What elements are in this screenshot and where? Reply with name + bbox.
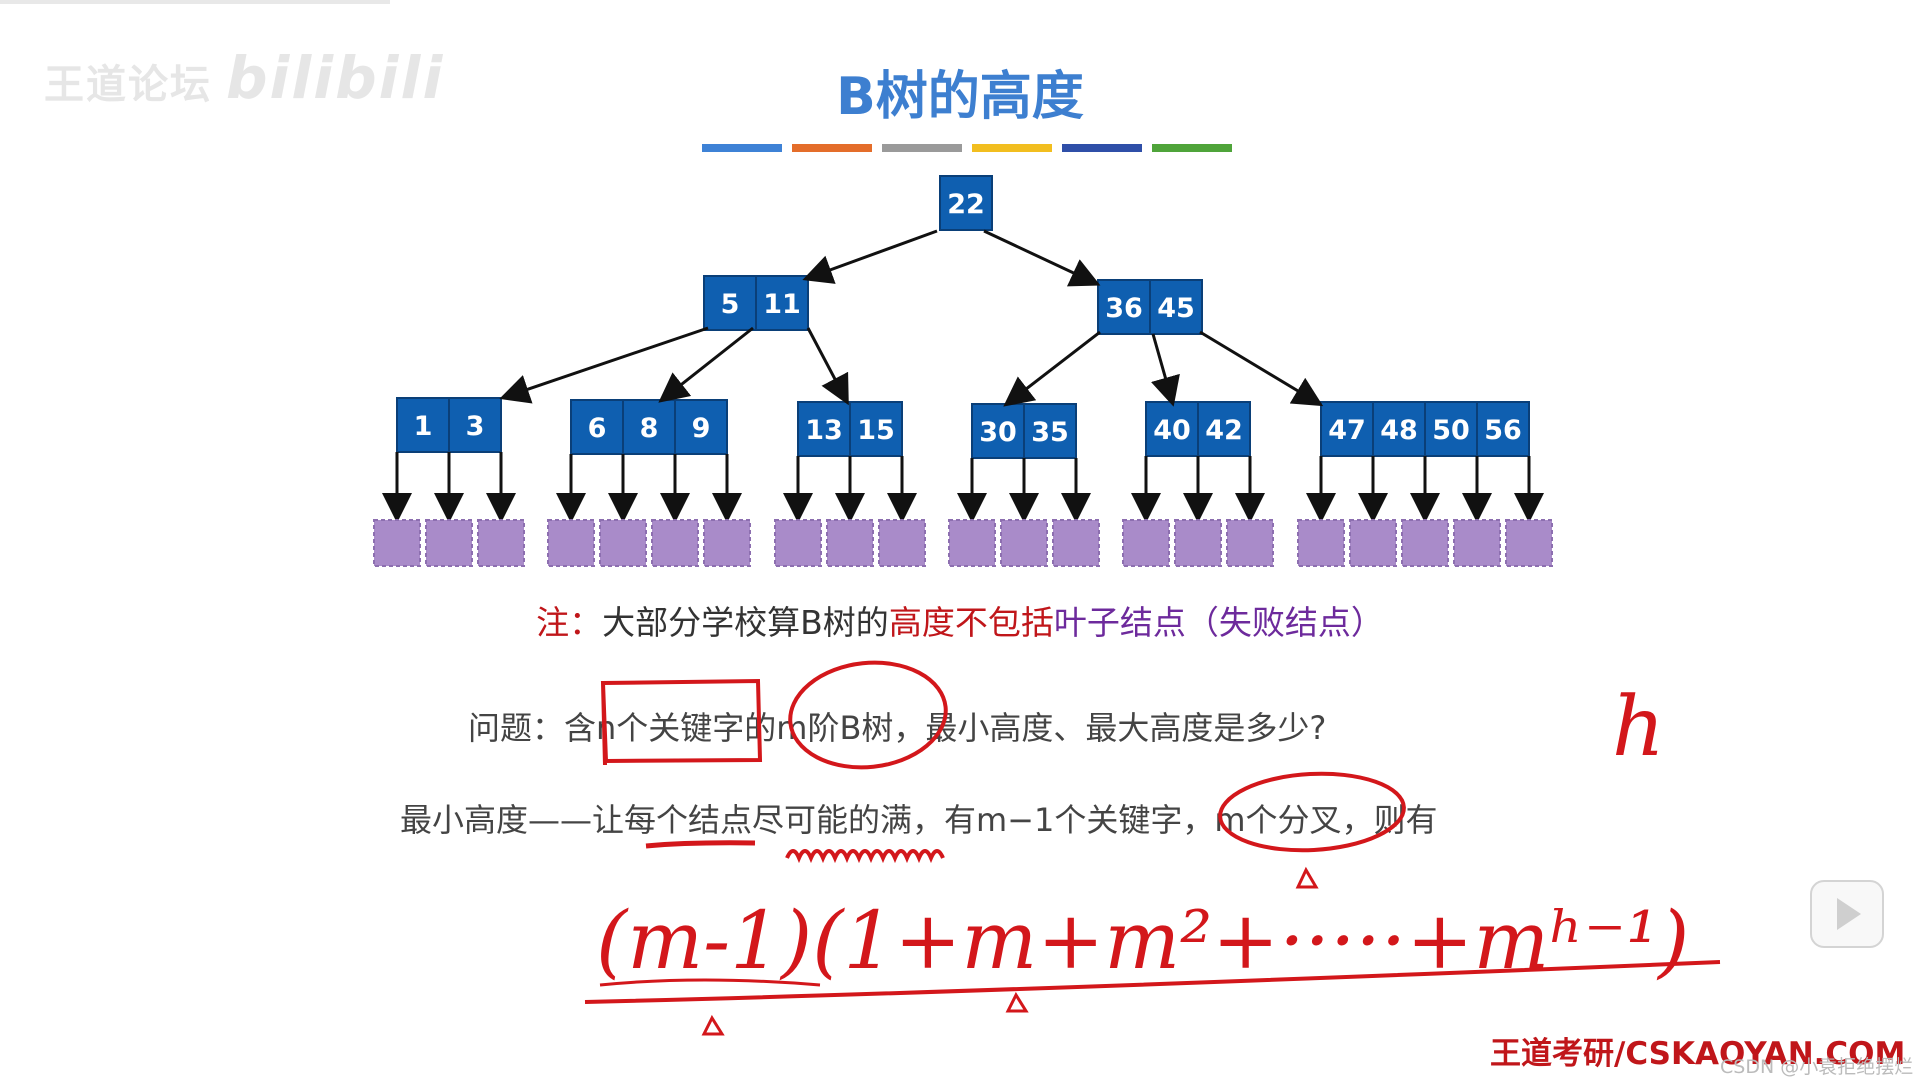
min-height-text: 最小高度——让每个结点尽可能的满，有m−1个关键字，m个分叉，则有 (400, 801, 1438, 839)
tree-leaf-level-node: 13 15 (797, 401, 903, 457)
tree-leaf-level-node: 47 48 50 56 (1320, 401, 1530, 457)
tree-internal-node: 36 45 (1097, 279, 1203, 335)
node-key: 6 (588, 413, 607, 444)
slide-title: B树的高度 (836, 67, 1084, 127)
pointer-arrow (1003, 330, 1101, 407)
failure-leaf-node (425, 519, 473, 567)
pointer-arrow (806, 327, 849, 406)
failure-leaf-node (1174, 519, 1222, 567)
failure-leaf-node (373, 519, 421, 567)
watermark-logo: 王道论坛 bilibili (44, 44, 444, 112)
watermark-text: 王道论坛 (44, 62, 212, 108)
pointer-arrow (983, 229, 1101, 287)
failure-leaf-node (1122, 519, 1170, 567)
node-key: 8 (640, 413, 659, 444)
node-key: 48 (1380, 415, 1418, 446)
node-key: 40 (1153, 415, 1191, 446)
node-key: 47 (1328, 415, 1366, 446)
pointer-arrow (499, 326, 709, 404)
pointer-arrow (802, 229, 938, 284)
node-key: 42 (1205, 415, 1243, 446)
failure-leaf-node (1349, 519, 1397, 567)
play-button[interactable] (1810, 880, 1884, 948)
tree-leaf-level-node: 30 35 (971, 403, 1077, 459)
failure-leaf-node (1000, 519, 1048, 567)
note-purple-part: 叶子结点（失败结点） (1053, 603, 1384, 642)
node-key: 36 (1105, 293, 1143, 324)
failure-leaf-node (477, 519, 525, 567)
failure-leaf-node (1226, 519, 1274, 567)
failure-leaf-node (1297, 519, 1345, 567)
tree-leaf-level-node: 6 8 9 (570, 399, 728, 455)
bilibili-logo: bilibili (226, 44, 445, 112)
node-key: 50 (1432, 415, 1470, 446)
node-key: 1 (414, 411, 433, 442)
failure-leaf-node (1505, 519, 1553, 567)
color-bar-segment (972, 144, 1052, 152)
failure-leaf-node (703, 519, 751, 567)
footer-brand: 王道考研/CSKAOYAN.COM (1490, 1036, 1906, 1072)
color-bar-segment (702, 144, 782, 152)
failure-leaf-node (599, 519, 647, 567)
failure-leaf-node (826, 519, 874, 567)
node-key: 9 (692, 413, 711, 444)
tree-leaf-level-node: 40 42 (1145, 401, 1251, 457)
node-key: 5 (721, 289, 740, 320)
node-key: 15 (857, 415, 895, 446)
note-middle: 大部分学校算B树的 (602, 603, 889, 642)
color-bar-segment (882, 144, 962, 152)
node-key: 11 (763, 289, 801, 320)
note-red-part: 高度不包括 (888, 603, 1054, 642)
node-key: 22 (947, 189, 985, 220)
top-strip (0, 0, 390, 4)
color-bar-segment (792, 144, 872, 152)
failure-leaf-node (547, 519, 595, 567)
tree-root-node: 22 (939, 175, 993, 231)
pointer-arrow (1199, 330, 1324, 407)
question-text: 问题：含n个关键字的m阶B树，最小高度、最大高度是多少? (468, 709, 1327, 747)
failure-leaf-node (1401, 519, 1449, 567)
note-prefix: 注： (536, 603, 603, 642)
color-bar-segment (1062, 144, 1142, 152)
failure-leaf-node (774, 519, 822, 567)
node-key: 13 (805, 415, 843, 446)
node-key: 3 (466, 411, 485, 442)
failure-leaf-node (1453, 519, 1501, 567)
node-key: 45 (1157, 293, 1195, 324)
tree-internal-node: 5 11 (703, 275, 809, 331)
failure-leaf-node (878, 519, 926, 567)
pointer-arrow (1151, 333, 1180, 407)
failure-leaf-node (948, 519, 996, 567)
failure-leaf-node (651, 519, 699, 567)
failure-leaf-node (1052, 519, 1100, 567)
csdn-watermark: CSDN @小袁拒绝摆烂 (1720, 1056, 1914, 1078)
color-bar-segment (1152, 144, 1232, 152)
node-key: 30 (979, 417, 1017, 448)
node-key: 35 (1031, 417, 1069, 448)
node-key: 56 (1484, 415, 1522, 446)
pointer-arrow (658, 326, 754, 403)
play-icon (1837, 898, 1861, 930)
note-line: 注：大部分学校算B树的高度不包括叶子结点（失败结点） (0, 596, 1920, 644)
